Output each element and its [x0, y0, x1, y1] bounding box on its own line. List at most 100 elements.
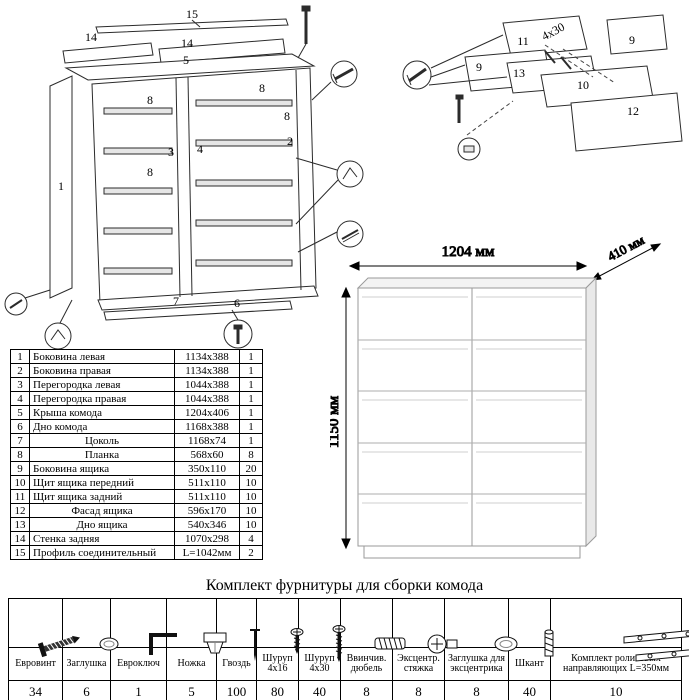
screw-4x30-icon: [332, 625, 345, 662]
depth-dimension-label: 410 мм: [605, 232, 647, 264]
part-name: Дно ящика: [29, 517, 175, 532]
part-name: Стенка задняя: [29, 531, 175, 546]
drawer-fronts: [358, 296, 586, 504]
screw-callout-circle: [402, 60, 432, 90]
part-num: 5: [10, 405, 30, 420]
drawer-facade-part: [570, 92, 683, 152]
hardware-table: Евровинт Заглушка Евроключ Ножка Гвоздь …: [8, 598, 689, 700]
hardware-qty: 40: [298, 680, 341, 700]
part-num: 10: [10, 475, 30, 490]
part-num: 13: [10, 517, 30, 532]
part-label-14a: 14: [85, 30, 97, 44]
part-qty: 1: [239, 405, 263, 420]
part-size: 1168x388: [174, 419, 240, 434]
part-qty: 1: [239, 349, 263, 364]
part-qty: 20: [239, 461, 263, 476]
part-qty: 4: [239, 531, 263, 546]
nail-icon: [249, 629, 260, 661]
part-name: Боковина левая: [29, 349, 175, 364]
screw-callout-circle: [4, 292, 28, 316]
part-size: 1168x74: [174, 433, 240, 448]
screw-4x16-icon: [290, 628, 303, 654]
hardware-icons-row: [8, 598, 689, 662]
cam-cap-icon: [494, 636, 517, 652]
dowel-callout-circle: [457, 137, 481, 161]
hardware-name: Шуруп 4x30: [298, 647, 341, 681]
hardware-qty: 8: [340, 680, 393, 700]
hardware-qty: 8: [392, 680, 445, 700]
hardware-qty: 40: [508, 680, 551, 700]
part-size: 540x346: [174, 517, 240, 532]
cam-lock-icon: [427, 634, 457, 654]
part-qty: 2: [239, 545, 263, 560]
part-size: 1134x388: [174, 363, 240, 378]
part-name: Профиль соединительный: [29, 545, 175, 560]
width-dimension: 1204 мм: [348, 244, 588, 271]
hardware-qty: 34: [8, 680, 63, 700]
part-size: 1134x388: [174, 349, 240, 364]
part-qty: 10: [239, 489, 263, 504]
rails-group: [103, 99, 293, 275]
part-label-3: 3: [168, 145, 174, 159]
part-num: 14: [10, 531, 30, 546]
part-label-11: 11: [517, 34, 529, 48]
dowel-icon: [544, 629, 553, 657]
cap-icon: [99, 637, 118, 651]
part-num: 12: [10, 503, 30, 518]
part-label-10: 10: [577, 78, 589, 92]
hardware-name: Эксцентр. стяжка: [392, 647, 445, 681]
part-label-7: 7: [173, 294, 179, 308]
part-name: Перегородка правая: [29, 391, 175, 406]
part-num: 11: [10, 489, 30, 504]
part-qty: 1: [239, 419, 263, 434]
left-side-part: [49, 75, 73, 299]
back-wall-right-part: [158, 38, 286, 64]
hardware-name: Шуруп 4x16: [256, 647, 299, 681]
part-name: Дно комода: [29, 419, 175, 434]
height-dimension-label: 1150 мм: [330, 395, 342, 448]
part-size: 511x110: [174, 475, 240, 490]
euro-screw-callout-circle: [330, 60, 358, 88]
part-label-4: 4: [197, 142, 203, 156]
drawer-back-part: [502, 15, 588, 57]
part-label-8c: 8: [284, 109, 290, 123]
bracket-callout-circle-2: [44, 322, 72, 350]
part-qty: 10: [239, 517, 263, 532]
part-name: Цоколь: [29, 433, 175, 448]
part-name: Фасад ящика: [29, 503, 175, 518]
drawer-slides-icon: [623, 630, 689, 662]
part-name: Щит ящика задний: [29, 489, 175, 504]
depth-dimension: 410 мм: [590, 232, 662, 281]
drawer-side-right-part: [606, 14, 668, 55]
hardware-qty: 10: [550, 680, 682, 700]
screw-icon: [455, 94, 464, 100]
part-size: 1044x388: [174, 377, 240, 392]
connecting-profile-part: [95, 18, 289, 34]
part-qty: 1: [239, 363, 263, 378]
hardware-qty: 6: [62, 680, 111, 700]
part-qty: 10: [239, 503, 263, 518]
dresser-body: [356, 276, 598, 548]
part-num: 15: [10, 545, 30, 560]
part-size: 1204x406: [174, 405, 240, 420]
part-label-6: 6: [234, 296, 240, 310]
drawer-fastener-callouts: [402, 34, 572, 161]
part-num: 3: [10, 377, 30, 392]
foot-icon: [203, 632, 226, 654]
hardware-name: Гвоздь: [216, 647, 257, 681]
hardware-name: Заглушка для эксцентрика: [444, 647, 509, 681]
part-size: 511x110: [174, 489, 240, 504]
part-num: 8: [10, 447, 30, 462]
hardware-qtys-row: 34 6 1 5 100 80 40 8 8 8 40 10: [8, 680, 682, 700]
